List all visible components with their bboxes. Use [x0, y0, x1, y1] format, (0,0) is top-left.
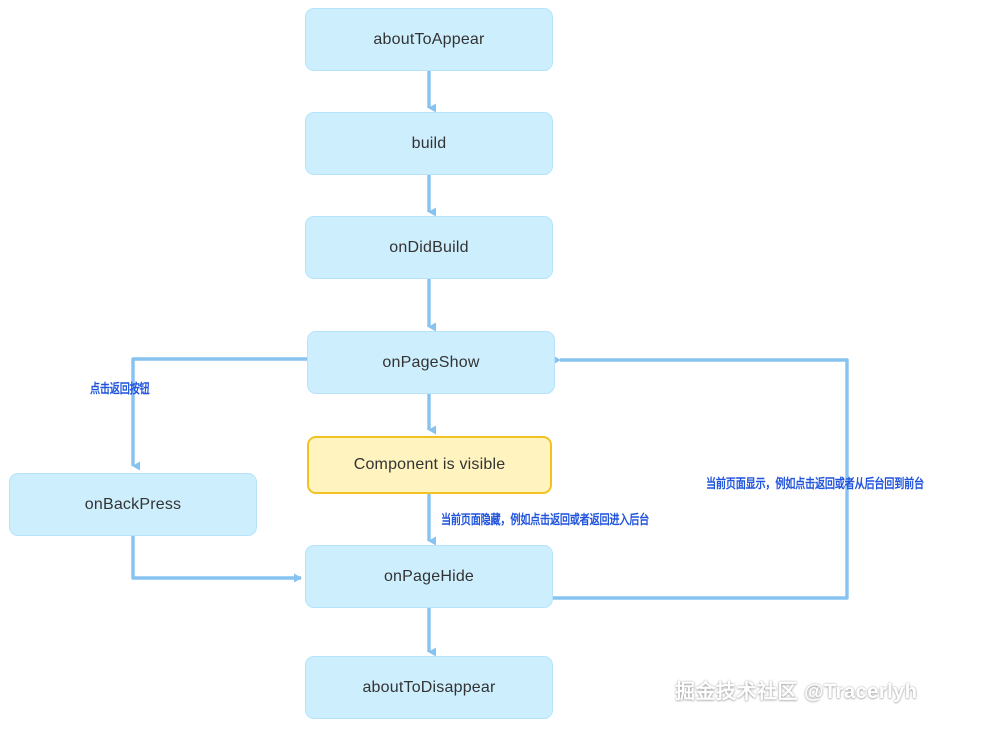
node-build[interactable]: build [305, 112, 553, 175]
node-label: Component is visible [353, 456, 506, 473]
node-component-is-visible[interactable]: Component is visible [307, 436, 552, 494]
node-aboutToAppear[interactable]: aboutToAppear [305, 8, 553, 71]
node-label: onPageShow [382, 353, 480, 371]
node-onPageHide[interactable]: onPageHide [305, 545, 553, 608]
edge-onPageHide-to-onPageShow [551, 355, 849, 600]
watermark: 掘金技术社区 @Tracerlyh [675, 681, 918, 703]
edge-label-back-press: 点击返回按钮 [90, 381, 150, 396]
edge-label-page-hide: 当前页面隐藏，例如点击返回或者返回进入后台 [441, 512, 650, 527]
node-onPageShow[interactable]: onPageShow [307, 331, 555, 394]
edge-label-page-show: 当前页面显示，例如点击返回或者从后台回到前台 [706, 476, 924, 491]
node-label: aboutToDisappear [362, 678, 496, 696]
edge-onPageShow-to-onBackPress [131, 357, 307, 471]
edge-onBackPress-to-onPageHide [131, 536, 302, 583]
node-label: onPageHide [383, 567, 475, 585]
node-onDidBuild[interactable]: onDidBuild [305, 216, 553, 279]
node-label: aboutToAppear [373, 30, 485, 48]
node-label: build [411, 134, 447, 152]
node-label: onBackPress [84, 495, 182, 513]
node-aboutToDisappear[interactable]: aboutToDisappear [305, 656, 553, 719]
node-onBackPress[interactable]: onBackPress [9, 473, 257, 536]
node-label: onDidBuild [389, 238, 469, 256]
